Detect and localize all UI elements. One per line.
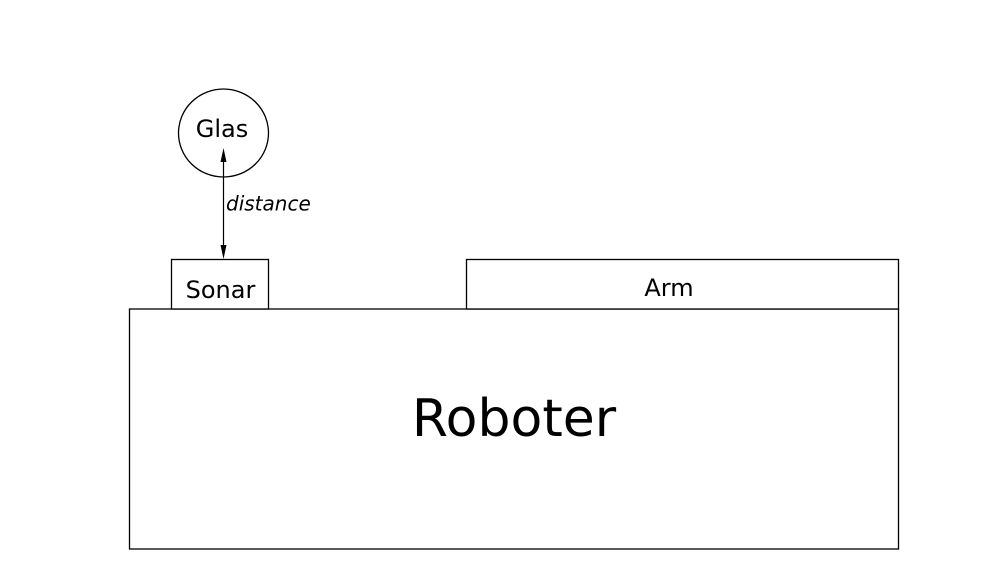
- sonar-node: Sonar: [170, 258, 270, 310]
- arm-box: [465, 258, 900, 310]
- arm-label: Arm: [644, 274, 693, 302]
- robot-label: Roboter: [412, 389, 617, 449]
- arrowhead-up-icon: [220, 148, 227, 162]
- distance-edge: distance: [220, 148, 311, 259]
- glass-node: Glas: [177, 88, 270, 178]
- arrowhead-down-icon: [220, 245, 227, 259]
- arm-node: Arm: [465, 258, 900, 310]
- robot-body-box: [128, 308, 900, 550]
- glass-label: Glas: [196, 115, 248, 143]
- robot-node: Roboter: [128, 308, 900, 550]
- sonar-box: [170, 258, 270, 310]
- distance-label: distance: [226, 192, 311, 216]
- sonar-label: Sonar: [186, 276, 256, 304]
